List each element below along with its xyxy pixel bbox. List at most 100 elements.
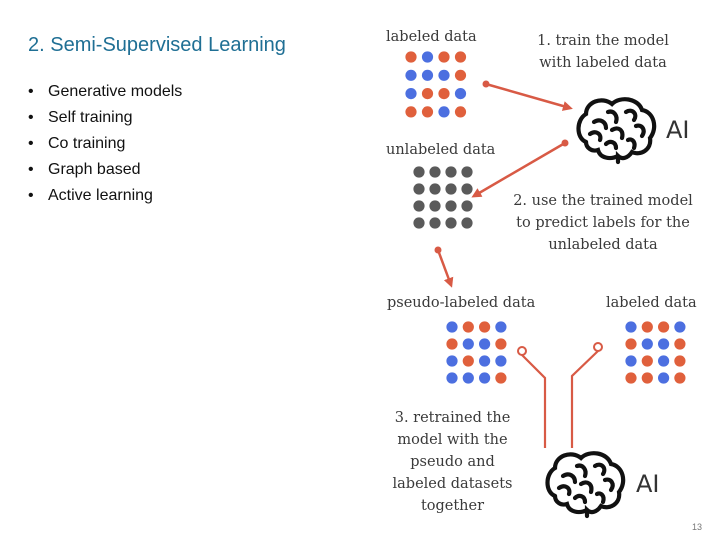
brain-stroke xyxy=(605,109,619,125)
data-point-dot xyxy=(462,355,474,367)
step2-line: 2. use the trained model xyxy=(513,193,693,209)
data-point-dot xyxy=(446,338,458,350)
data-point-dot xyxy=(461,183,473,195)
labeled-data-grid-top xyxy=(405,51,467,118)
step1-line: with labeled data xyxy=(539,55,667,71)
brain-stroke xyxy=(609,126,625,141)
data-point-dot xyxy=(413,166,425,178)
step2-line: unlabeled data xyxy=(548,237,658,253)
data-point-dot xyxy=(641,321,653,333)
step3-caption: 3. retrained the model with the pseudo a… xyxy=(380,407,525,517)
bullet-item: •Graph based xyxy=(28,160,182,186)
data-point-dot xyxy=(446,372,458,384)
data-point-dot xyxy=(641,372,653,384)
data-point-dot xyxy=(405,106,417,118)
bullet-item: • Generative models xyxy=(28,82,182,108)
step3-line: labeled datasets xyxy=(392,476,513,492)
merge-left-line xyxy=(521,354,547,448)
bullet-text: Generative models xyxy=(48,83,183,100)
data-point-dot xyxy=(445,217,457,229)
brain-stroke xyxy=(574,463,588,479)
data-point-dot xyxy=(438,88,450,100)
labeled-data-label-top: labeled data xyxy=(386,29,477,45)
bullet-dot: • xyxy=(28,187,34,204)
data-point-dot xyxy=(445,166,457,178)
unlabeled-data-label: unlabeled data xyxy=(386,142,496,158)
brain-stroke xyxy=(625,137,637,151)
bullet-dot: • xyxy=(28,109,34,126)
bullet-item: • Co training xyxy=(28,134,182,160)
brain-stroke xyxy=(556,484,572,497)
labeled-data-label-right: labeled data xyxy=(606,295,697,311)
data-point-dot xyxy=(625,355,637,367)
data-point-dot xyxy=(479,372,491,384)
step1-caption: 1. train the model with labeled data xyxy=(528,30,678,74)
brain-stroke xyxy=(576,97,657,165)
data-point-dot xyxy=(479,355,491,367)
bullet-item: •Active learning xyxy=(28,186,182,212)
data-point-dot xyxy=(429,217,441,229)
data-point-dot xyxy=(429,183,441,195)
bullet-text: Co training xyxy=(48,135,126,152)
data-point-dot xyxy=(462,372,474,384)
merge-right-node xyxy=(593,342,603,352)
bullet-dot: • xyxy=(28,135,34,152)
data-point-dot xyxy=(495,355,507,367)
step3-line: together xyxy=(420,498,485,514)
bullet-list: • Generative models •Self training • Co tr… xyxy=(28,82,182,212)
page-number: 13 xyxy=(691,522,702,532)
data-point-dot xyxy=(462,338,474,350)
step1-line: 1. train the model xyxy=(537,33,669,49)
data-point-dot xyxy=(438,106,450,118)
data-point-dot xyxy=(625,372,637,384)
data-point-dot xyxy=(658,338,670,350)
ai-label-top: AI xyxy=(666,116,690,144)
brain-stroke xyxy=(583,139,621,161)
data-point-dot xyxy=(658,372,670,384)
data-point-dot xyxy=(495,372,507,384)
bullet-dot: • xyxy=(28,83,34,100)
data-point-dot xyxy=(674,321,686,333)
data-point-dot xyxy=(641,355,653,367)
arrow-train-to-ai xyxy=(485,82,573,111)
data-point-dot xyxy=(674,372,686,384)
merge-left-node xyxy=(517,346,527,356)
data-point-dot xyxy=(674,355,686,367)
data-point-dot xyxy=(413,217,425,229)
data-point-dot xyxy=(438,51,450,63)
arrow-unlabeled-to-pseudo xyxy=(436,249,454,288)
data-point-dot xyxy=(421,88,434,100)
data-point-dot xyxy=(405,69,417,81)
brain-stroke xyxy=(633,123,646,139)
data-point-dot xyxy=(462,321,474,333)
data-point-dot xyxy=(421,106,434,118)
brain-stroke xyxy=(552,493,590,515)
data-point-dot xyxy=(641,338,653,350)
data-point-dot xyxy=(454,106,467,118)
brain-icon xyxy=(545,451,626,519)
brain-stroke xyxy=(602,477,615,493)
data-point-dot xyxy=(461,217,473,229)
data-point-dot xyxy=(658,355,670,367)
brain-stroke xyxy=(545,451,626,519)
data-point-dot xyxy=(421,69,434,81)
data-point-dot xyxy=(625,321,637,333)
brain-stroke xyxy=(560,472,578,485)
brain-stroke xyxy=(623,108,638,123)
pseudo-labeled-data-label: pseudo-labeled data xyxy=(387,295,536,311)
pseudo-labeled-data-grid xyxy=(446,321,507,384)
data-point-dot xyxy=(461,200,473,212)
data-point-dot xyxy=(495,338,507,350)
step3-line: 3. retrained the xyxy=(394,410,511,426)
brain-stroke xyxy=(603,139,619,151)
brain-stroke xyxy=(572,493,588,505)
bullet-item: •Self training xyxy=(28,108,182,134)
step2-line: to predict labels for the xyxy=(516,215,690,231)
data-point-dot xyxy=(405,88,417,100)
data-point-dot xyxy=(479,338,491,350)
brain-stroke xyxy=(578,480,594,495)
data-point-dot xyxy=(405,51,417,63)
merge-right-line xyxy=(570,350,599,448)
step2-caption: 2. use the trained model to predict labe… xyxy=(500,190,706,256)
